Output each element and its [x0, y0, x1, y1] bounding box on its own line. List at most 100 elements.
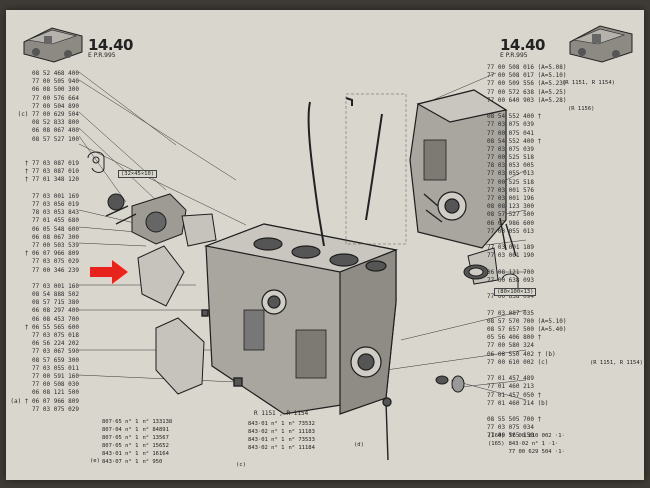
part-number-row: 77 03 075 018	[32, 332, 79, 339]
ref-cell: 77 00 610 002 ·1·	[508, 433, 565, 439]
mid-heading: R 1151 , R 1154	[254, 410, 309, 417]
ref-cell: 807·65 n° 1	[102, 419, 139, 425]
part-number-row: (a) † 06 07 966 809	[10, 397, 79, 405]
part-number-row: 08 57 715 380	[32, 299, 79, 307]
ref-cell: n° 73532	[288, 421, 315, 427]
part-number-row: 08 57 527 500	[487, 211, 534, 219]
part-number-row: 08 57 659 300	[32, 356, 79, 364]
bottom-ref-table-right: (164)77 00 610 002 ·1·(165)843·02 n° 1 ·…	[486, 432, 567, 456]
engine-thumbnail-right-icon	[569, 25, 633, 63]
part-number-row: 77 01 455 680	[32, 217, 79, 225]
part-number-row	[487, 301, 566, 309]
part-number-row: 05 56 406 800 †	[487, 334, 542, 342]
seal-rings	[435, 264, 489, 393]
ref-cell: 843·01 n° 1	[248, 421, 285, 427]
part-number-row: 08 52 468 400	[32, 70, 79, 77]
part-number-row: 77 03 067 590	[32, 348, 79, 356]
page-sub-left: E P.R.995	[88, 52, 116, 59]
part-number-row: † 77 01 348 120	[24, 176, 79, 184]
part-number-row: 77 03 055 013	[487, 170, 534, 178]
bolts	[105, 193, 517, 461]
part-number-row: 77 00 638 093	[487, 276, 534, 284]
part-number-row: 06 08 121 700	[487, 268, 534, 276]
catalog-page: 14.40 E P.R.995 14.40 E P.R.995	[6, 10, 644, 480]
ref-cell: n° 11184	[288, 445, 315, 451]
ref-cell: 843·01 n° 1	[102, 451, 139, 457]
ref-cell: 843·02 n° 1 ·1·	[508, 441, 559, 447]
ref-cell: n° 13567	[142, 435, 169, 441]
part-number-row: 77 00 572 638 (A=5.25)	[487, 88, 567, 96]
part-number-row: 06 56 224 202	[32, 340, 79, 348]
part-number-row: 77 00 503 539	[32, 241, 79, 249]
part-number-row: 77 03 001 160	[32, 282, 79, 290]
engine-thumbnail-left-icon	[23, 27, 83, 63]
part-number-row: 77 00 610 002 (c)	[487, 358, 549, 366]
ref-cell: n° 84891	[142, 427, 169, 433]
part-number-row: 77 03 055 013	[487, 227, 534, 235]
part-number-row: 06 07 986 600	[487, 219, 534, 227]
hose-clip-detail	[87, 151, 105, 173]
water-pump-housing	[107, 193, 217, 247]
part-number-row: 08 08 123 300	[487, 203, 534, 211]
part-number-row: 06 08 453 700	[32, 315, 79, 323]
ref-cell: 807·04 n° 1	[102, 427, 139, 433]
part-number-row: 77 03 001 190	[487, 252, 534, 260]
part-number-row	[6, 185, 79, 193]
part-number-row: 08 55 505 700 †	[487, 416, 542, 424]
part-number-row: 77 00 576 664	[32, 94, 79, 102]
part-number-row: 08 54 552 400 †	[487, 113, 542, 121]
part-number-row: 77 00 565 150	[487, 432, 534, 440]
ref-cell: n° 16164	[142, 451, 169, 457]
part-number-row	[6, 275, 79, 283]
part-number-row: 77 01 460 213	[487, 383, 534, 391]
parts-list-right: 77 00 508 016 (A=5.08)77 00 508 017 (A=5…	[487, 64, 566, 441]
part-number-row: 08 57 570 700 (A=5.10)	[487, 317, 567, 325]
ref-row: 77 00 629 504 ·1·	[486, 448, 567, 456]
ref-cell: 843·02 n° 1	[248, 445, 285, 451]
part-number-row: 78 03 053 843	[32, 209, 79, 217]
part-number-row: 77 00 508 030	[32, 381, 79, 389]
part-number-row: 77 00 525 518	[487, 154, 534, 162]
part-number-row: 77 01 457 489	[487, 375, 534, 383]
engine-block-exploded-diagram	[78, 71, 527, 461]
part-number-row: 77 00 509 556 (A=5.23)	[487, 80, 567, 88]
note-dim-32: (32×45×10)	[118, 170, 158, 178]
part-number-row: 77 00 505 940	[32, 78, 79, 86]
part-number-row: 77 00 525 518	[487, 178, 534, 186]
part-number-row: (c) 77 00 629 504	[17, 110, 79, 118]
part-number-row: 06 08 121 500	[32, 389, 79, 397]
part-number-row: 77 00 508 016 (A=5.08)	[487, 64, 567, 71]
part-number-row: 06 08 067 300	[32, 233, 79, 241]
part-number-row: 77 00 075 041	[487, 129, 534, 137]
part-number-row: 77 03 056 019	[32, 201, 79, 208]
part-number-row	[487, 105, 566, 113]
part-number-row	[487, 236, 566, 244]
part-number-row: 77 00 591 160	[32, 372, 79, 380]
ref-cell: n° 15652	[142, 443, 169, 449]
part-number-row: 77 00 640 903 (A=5.28)	[487, 96, 567, 104]
ref-cell: 843·07 n° 1	[102, 459, 139, 465]
note-dim-80: (80×100×13)	[494, 288, 537, 296]
part-number-row	[6, 152, 79, 160]
ref-cell: n° 133138	[142, 419, 173, 425]
part-number-row: 77 03 055 011	[32, 364, 79, 372]
part-number-row	[487, 261, 566, 269]
page-code-left: 14.40 E P.R.995	[88, 36, 133, 59]
ref-cell: 807·05 n° 1	[102, 443, 139, 449]
part-number-row: 08 57 657 500 (A=5.40)	[487, 326, 567, 333]
part-number-row: † 77 03 087 019	[24, 160, 79, 168]
gaskets	[137, 245, 499, 395]
part-number-row: 77 00 508 017 (A=5.10)	[487, 72, 567, 80]
part-number-row: † 06 55 565 600	[24, 323, 79, 331]
